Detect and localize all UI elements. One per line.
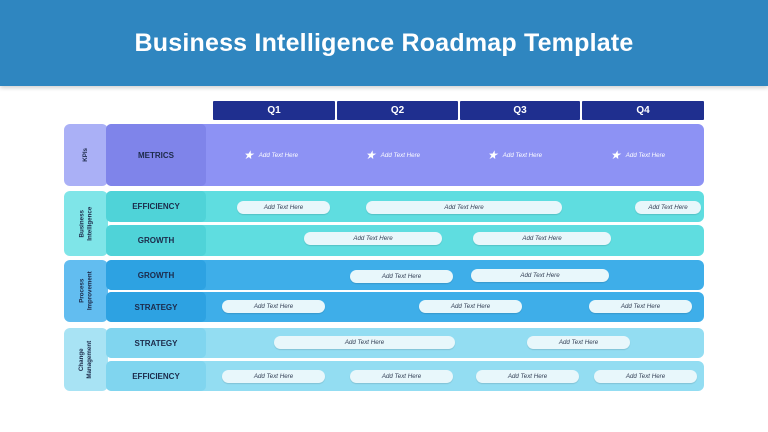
- task-pill: Add Text Here: [419, 300, 522, 313]
- row-label-strategy: STRATEGY: [106, 328, 206, 358]
- task-pill: Add Text Here: [589, 300, 692, 313]
- group-label-kpis: KPIs: [64, 124, 108, 186]
- row-label-growth: GROWTH: [106, 225, 206, 256]
- group-label-text: KPIs: [82, 148, 90, 162]
- star-icon: ★: [365, 148, 376, 162]
- star-icon: ★: [610, 148, 621, 162]
- task-pill: Add Text Here: [635, 201, 701, 214]
- task-pill: Add Text Here: [237, 201, 330, 214]
- task-pill: Add Text Here: [471, 269, 609, 282]
- kpi-item: ★ Add Text Here: [365, 148, 421, 162]
- task-pill: Add Text Here: [222, 300, 325, 313]
- row-label-growth: GROWTH: [106, 260, 206, 290]
- row-label-strategy: STRATEGY: [106, 292, 206, 322]
- page-title: Business Intelligence Roadmap Template: [134, 28, 634, 57]
- task-pill: Add Text Here: [476, 370, 579, 383]
- quarter-header-q2: Q2: [337, 101, 458, 120]
- kpi-item: ★ Add Text Here: [487, 148, 543, 162]
- task-pill: Add Text Here: [594, 370, 697, 383]
- task-pill: Add Text Here: [527, 336, 630, 349]
- task-pill: Add Text Here: [274, 336, 455, 349]
- quarter-header-q1: Q1: [213, 101, 335, 120]
- task-pill: Add Text Here: [222, 370, 325, 383]
- star-icon: ★: [487, 148, 498, 162]
- row-label-efficiency: EFFICIENCY: [106, 361, 206, 391]
- task-pill: Add Text Here: [473, 232, 611, 245]
- row-label-efficiency: EFFICIENCY: [106, 191, 206, 222]
- task-pill: Add Text Here: [304, 232, 442, 245]
- row-label-metrics: METRICS: [106, 124, 206, 186]
- kpi-item: ★ Add Text Here: [610, 148, 666, 162]
- star-icon: ★: [243, 148, 254, 162]
- quarter-header-q4: Q4: [582, 101, 704, 120]
- task-pill: Add Text Here: [350, 370, 453, 383]
- quarter-header-q3: Q3: [460, 101, 580, 120]
- task-pill: Add Text Here: [350, 270, 453, 283]
- task-pill: Add Text Here: [366, 201, 562, 214]
- kpi-item: ★ Add Text Here: [243, 148, 299, 162]
- title-banner: Business Intelligence Roadmap Template: [0, 0, 768, 86]
